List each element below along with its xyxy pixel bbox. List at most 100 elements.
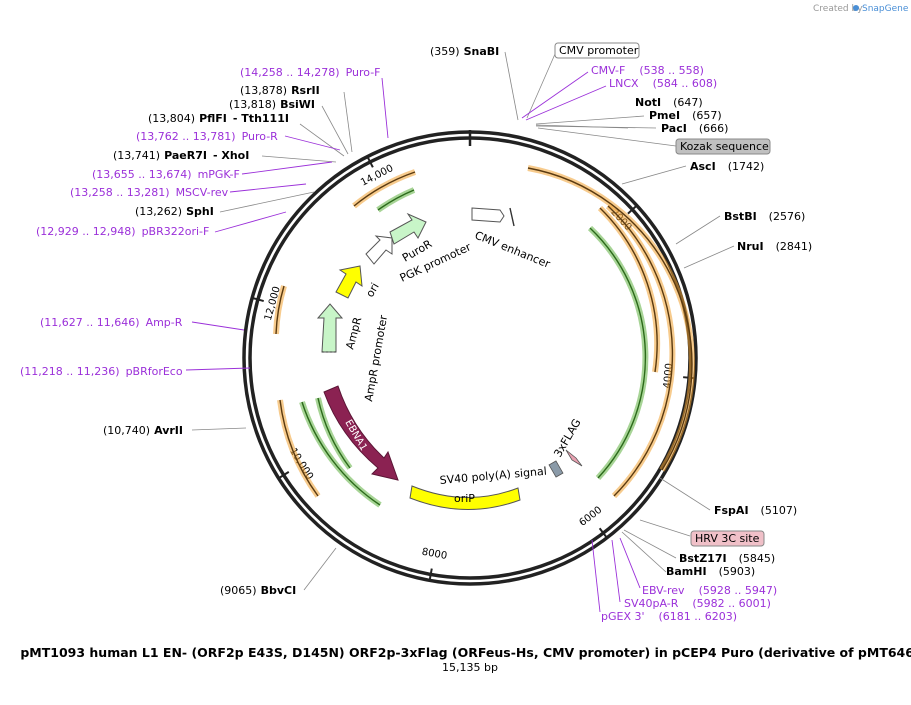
kozak-box[interactable] (675, 138, 771, 155)
primer-sv40pa-r[interactable]: SV40pA-R(5982 .. 6001) (624, 597, 771, 610)
orip-label: oriP (454, 492, 475, 505)
tick-label: 6000 (577, 505, 604, 529)
leader-snabi (504, 51, 519, 121)
primer-ebv-rev[interactable]: EBV-rev(5928 .. 5947) (642, 584, 777, 597)
tick-label: 8000 (421, 547, 448, 562)
cmv-enhancer-arrow[interactable] (471, 207, 505, 223)
leader-kozak (537, 127, 677, 147)
leader-cmv-promoter (526, 53, 556, 119)
orf-arc-green-4-line (317, 397, 351, 469)
orf-arc-3-line (607, 205, 674, 497)
leader-bsiwi (321, 105, 349, 155)
leader-fspai (659, 477, 711, 511)
leader-amp-r (191, 321, 245, 331)
leader-avrii (191, 427, 247, 431)
cmv-promoter-label: CMV promoter (559, 44, 639, 57)
leader-ebv-rev (619, 537, 641, 589)
site-asci[interactable]: AscI(1742) (690, 160, 764, 173)
pgk-promoter-arrow[interactable] (365, 235, 393, 265)
primers-right: CMV-F(538 .. 558) LNCX(584 .. 608) EBV-r… (591, 64, 777, 623)
tick-mark (598, 527, 608, 539)
boxed-features: CMV promoter Kozak sequence HRV 3C site (554, 42, 771, 547)
site-paer7i[interactable]: (13,741)PaeR7I- XhoI (113, 149, 249, 162)
leader-sv40pa-r (611, 539, 621, 603)
orf-arc-6-line (279, 399, 319, 497)
leader-cmv-f (521, 71, 589, 119)
orf-arc-5-line (275, 285, 285, 335)
hrv3c-label: HRV 3C site (695, 532, 760, 545)
site-bsiwi[interactable]: (13,818)BsiWI (229, 98, 315, 111)
orf-arcs (273, 165, 695, 508)
leader-asci (621, 165, 687, 185)
site-paci[interactable]: PacI(666) (661, 122, 728, 135)
ampr-promoter-label: AmpR promoter (362, 314, 390, 403)
orip-arc[interactable] (409, 485, 521, 511)
primer-amp-r[interactable]: (11,627 .. 11,646)Amp-R (40, 316, 183, 329)
primer-mpgk-f[interactable]: (13,655 .. 13,674)mPGK-F (92, 168, 240, 181)
orf-arc-4-line (353, 171, 416, 207)
leader-pbrforeco (185, 367, 251, 371)
site-bstz17i[interactable]: BstZ17I(5845) (679, 552, 775, 565)
tick-mark (366, 156, 374, 168)
leader-bstz17i (623, 529, 677, 559)
backbone-outer (242, 130, 698, 586)
cmv-promoter-mark (509, 207, 515, 227)
site-pmei[interactable]: PmeI(657) (649, 109, 722, 122)
cmv-enhancer-label: CMV enhancer (473, 229, 552, 271)
ebna1-arrow[interactable] (323, 385, 399, 481)
backbone-inner (248, 136, 692, 580)
leader-bbvci (303, 547, 337, 591)
credit-brand[interactable]: SnapGene (862, 4, 909, 14)
cmv-promoter-box[interactable] (554, 42, 640, 59)
orf-arc-green-2-line (377, 189, 415, 211)
orf-arc-green-3-line (301, 401, 381, 506)
site-bstbi[interactable]: BstBI(2576) (724, 210, 805, 223)
ampr-label: AmpR (343, 315, 364, 350)
orf-arc-6[interactable] (277, 399, 321, 498)
xflag-box[interactable] (565, 449, 583, 467)
leader-pmei (535, 115, 645, 125)
site-fspai[interactable]: FspAI(5107) (714, 504, 797, 517)
site-bamhi[interactable]: BamHI(5903) (666, 565, 755, 578)
primer-puro-r[interactable]: (13,762 .. 13,781)Puro-R (136, 130, 278, 143)
leader-paci (535, 125, 657, 129)
site-snabi[interactable]: (359)SnaBI (430, 45, 499, 58)
site-sphi[interactable]: (13,262)SphI (135, 205, 214, 218)
orf-arc-1-line (527, 167, 693, 471)
tick-mark (627, 204, 638, 215)
site-nrui[interactable]: NruI(2841) (737, 240, 812, 253)
sites-right: NotI(647) PmeI(657) PacI(666) AscI(1742)… (635, 96, 812, 578)
leader-pflfi (299, 123, 345, 157)
primer-pbrforeco[interactable]: (11,218 .. 11,236)pBRforEco (20, 365, 183, 378)
tick-mark (251, 296, 264, 303)
primer-pgex3[interactable]: pGEX 3'(6181 .. 6203) (601, 610, 737, 623)
primer-puro-f[interactable]: (14,258 .. 14,278)Puro-F (240, 66, 381, 79)
ebna1-label: EBNA1 (342, 418, 368, 453)
snapgene-logo-icon (853, 5, 859, 11)
map-title: pMT1093 human L1 EN- (ORF2p E43S, D145N)… (20, 645, 911, 660)
site-rsrii[interactable]: (13,878)RsrII (240, 84, 320, 97)
primer-mscv-rev[interactable]: (13,258 .. 13,281)MSCV-rev (70, 186, 229, 199)
sv40-box[interactable] (548, 460, 564, 478)
leader-rsrii (343, 91, 353, 153)
hrv3c-box[interactable] (690, 530, 765, 547)
primer-pbr322ori-f[interactable]: (12,929 .. 12,948)pBR322ori-F (36, 225, 209, 238)
site-avrii[interactable]: (10,740)AvrII (103, 424, 183, 437)
map-length: 15,135 bp (442, 661, 498, 674)
site-bbvci[interactable]: (9065)BbvCI (220, 584, 296, 597)
ori-label: ori (363, 281, 381, 300)
orf-arc-green-1-line (589, 227, 647, 479)
primer-cmv-f[interactable]: CMV-F(538 .. 558) (591, 64, 704, 77)
site-pflfi[interactable]: (13,804)PflFI- Tth111I (148, 112, 289, 125)
site-noti[interactable]: NotI(647) (635, 96, 703, 109)
kozak-label: Kozak sequence (680, 140, 769, 153)
ampr-arrow[interactable] (316, 303, 344, 353)
sv40-polya-label: SV40 poly(A) signal (439, 465, 547, 487)
leader-nrui (683, 245, 735, 269)
ori-arrow[interactable] (335, 265, 363, 299)
credit-prefix: Created by (813, 4, 863, 14)
primer-lncx[interactable]: LNCX(584 .. 608) (609, 77, 717, 90)
orf-arc-2-line (599, 207, 658, 373)
puror-arrow[interactable] (389, 212, 427, 245)
